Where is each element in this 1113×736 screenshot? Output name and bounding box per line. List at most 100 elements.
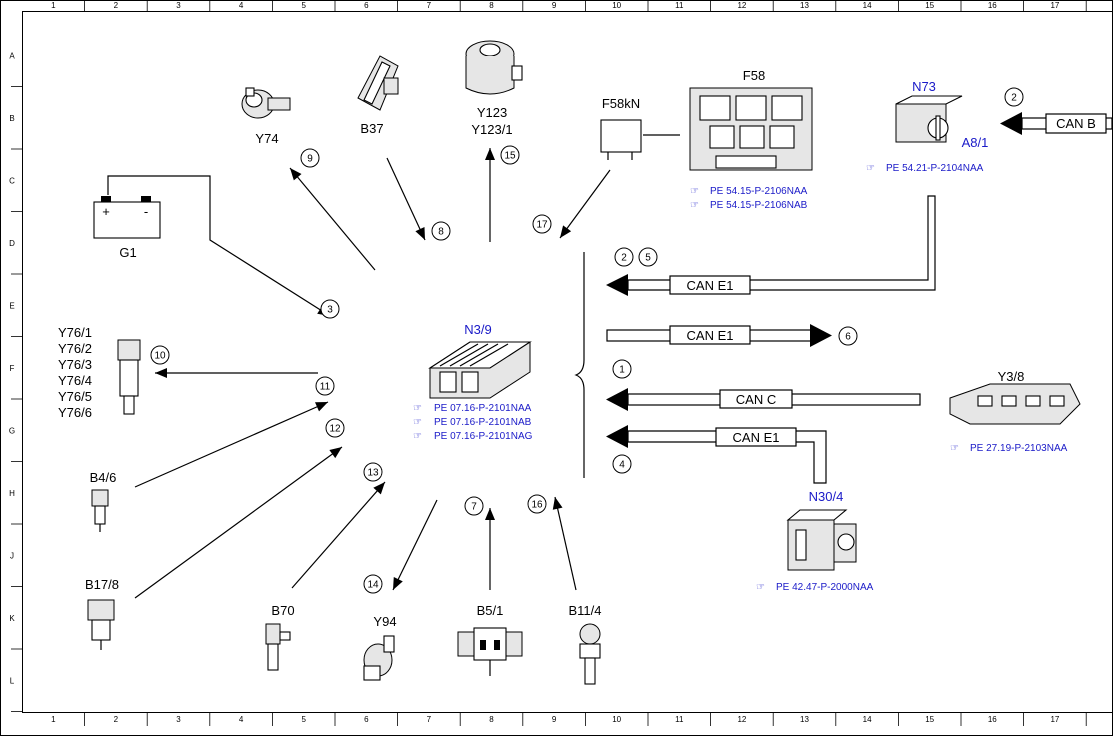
label-b37: B37 <box>360 121 383 136</box>
number-circle-label: 2 <box>1011 93 1017 104</box>
grid-row-label: B <box>9 114 14 123</box>
grid-column-label: 1 <box>51 715 56 724</box>
arrowhead <box>552 497 563 510</box>
ref-n3-9-2: PE 07.16-P-2101NAB <box>434 417 532 428</box>
label-y123: Y123 <box>477 105 507 120</box>
can-e1-abs-label: CAN E1 <box>733 430 780 445</box>
label-y76-1: Y76/1 <box>58 325 92 340</box>
number-circle-label: 9 <box>307 154 313 165</box>
can-e1-out-label: CAN E1 <box>687 328 734 343</box>
f58-references: ☞ PE 54.15-P-2106NAA ☞ PE 54.15-P-2106NA… <box>690 186 808 211</box>
arrowhead <box>155 368 167 378</box>
grid-column-label: 2 <box>114 715 119 724</box>
label-y123-1: Y123/1 <box>471 122 512 137</box>
label-b5-1: B5/1 <box>477 603 504 618</box>
label-y76-3: Y76/3 <box>58 357 92 372</box>
label-n30-4: N30/4 <box>809 489 844 504</box>
number-circle-label: 4 <box>619 460 625 471</box>
grid-column-label: 11 <box>675 1 684 10</box>
valve-y94-icon <box>363 635 395 681</box>
grid-column-label: 14 <box>863 1 872 10</box>
y3-8-references: ☞ PE 27.19-P-2103NAA <box>950 443 1068 454</box>
grid-column-label: 7 <box>427 1 432 10</box>
valve-y74-icon <box>241 87 291 119</box>
grid-row-label: C <box>9 176 15 185</box>
pointer-icon: ☞ <box>690 186 699 197</box>
number-circle <box>363 462 383 482</box>
valve-body-y3-8-icon <box>949 383 1081 425</box>
sensor-b5-1-icon <box>457 627 523 676</box>
grid-labels: 1122334455667788991010111112121313141415… <box>9 1 1087 726</box>
number-circle-label: 14 <box>367 580 379 591</box>
label-b17-8: B17/8 <box>85 577 119 592</box>
grid-column-label: 6 <box>364 715 369 724</box>
grid-column-label: 13 <box>800 715 809 724</box>
ref-n73-1: PE 54.21-P-2104NAA <box>886 163 984 174</box>
grid-column-label: 5 <box>301 715 306 724</box>
number-circle <box>315 376 335 396</box>
label-y76-4: Y76/4 <box>58 373 92 388</box>
ref-n3-9-1: PE 07.16-P-2101NAA <box>434 403 532 414</box>
number-circle <box>612 359 632 379</box>
label-n3-9: N3/9 <box>464 322 491 337</box>
number-circle-label: 8 <box>438 227 444 238</box>
number-circle <box>431 221 451 241</box>
grid-column-label: 15 <box>925 1 934 10</box>
sensor-b17-8-icon <box>87 599 115 650</box>
grid-column-label: 16 <box>988 715 997 724</box>
can-buses: CAN B CAN E1 CAN E1 CAN C CAN E1 <box>606 112 1113 484</box>
grid-column-label: 3 <box>176 715 181 724</box>
pointer-icon: ☞ <box>756 582 765 593</box>
number-circle-label: 3 <box>327 305 333 316</box>
pointer-icon: ☞ <box>413 431 422 442</box>
grid-column-label: 12 <box>737 1 746 10</box>
label-y74: Y74 <box>255 131 278 146</box>
n30-4-references: ☞ PE 42.47-P-2000NAA <box>756 582 874 593</box>
number-circle <box>325 418 345 438</box>
arrowhead <box>415 227 425 240</box>
number-circle <box>300 148 320 168</box>
grid-column-label: 13 <box>800 1 809 10</box>
ref-n30-4-1: PE 42.47-P-2000NAA <box>776 582 874 593</box>
number-circle <box>500 145 520 165</box>
number-circle-label: 15 <box>504 151 516 162</box>
grid-column-label: 15 <box>925 715 934 724</box>
grid-row-label: F <box>10 364 15 373</box>
number-circle-label: 11 <box>320 382 331 393</box>
battery-g1: + - <box>93 196 161 239</box>
grid-row-label: G <box>9 426 15 435</box>
number-circle-label: 13 <box>367 468 379 479</box>
number-circle <box>614 247 634 267</box>
pointer-icon: ☞ <box>950 443 959 454</box>
label-y94: Y94 <box>373 614 396 629</box>
pointer-icon: ☞ <box>413 403 422 414</box>
n73-references: ☞ PE 54.21-P-2104NAA <box>866 163 984 174</box>
ignition-switch-n73-icon <box>895 95 963 143</box>
arrowhead <box>315 402 328 412</box>
number-circle <box>838 326 858 346</box>
grid-column-label: 7 <box>427 715 432 724</box>
grid-row-label: A <box>9 51 15 60</box>
valve-y123-icon <box>465 40 523 95</box>
pedal-sensor-b37-icon <box>357 55 399 111</box>
number-circle-label: 1 <box>619 365 625 376</box>
label-y76-2: Y76/2 <box>58 341 92 356</box>
arrowhead <box>560 225 572 238</box>
grid-column-label: 11 <box>675 715 684 724</box>
relay-f58kn-icon <box>600 119 642 160</box>
label-f58kn: F58kN <box>602 96 640 111</box>
grid-column-label: 10 <box>612 715 621 724</box>
number-circle-label: 5 <box>645 253 651 264</box>
pointer-icon: ☞ <box>866 163 875 174</box>
sensor-b70-icon <box>265 623 291 671</box>
ecu-n3-9-icon <box>428 341 532 399</box>
ref-f58-2: PE 54.15-P-2106NAB <box>710 200 808 211</box>
grid-row-label: J <box>10 551 14 560</box>
grid-row-label: K <box>9 614 15 623</box>
injector-y76-icon <box>117 339 141 415</box>
arrowhead <box>393 577 403 590</box>
label-y76-5: Y76/5 <box>58 389 92 404</box>
ref-f58-1: PE 54.15-P-2106NAA <box>710 186 808 197</box>
grid-column-label: 1 <box>51 1 56 10</box>
